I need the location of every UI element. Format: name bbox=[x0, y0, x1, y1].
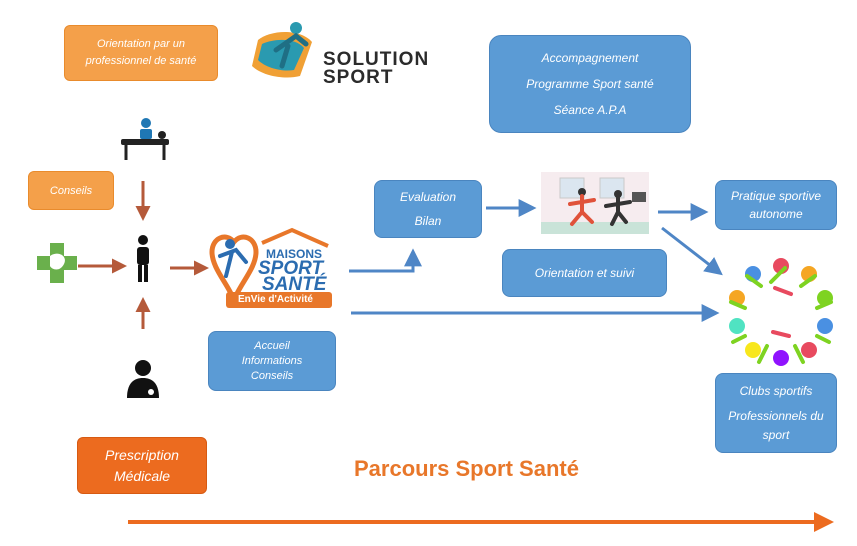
orientation-suivi-box: Orientation et suivi bbox=[502, 249, 667, 297]
solution-sport-logo-text: SOLUTION SPORT bbox=[323, 49, 463, 88]
accueil-box: Accueil Informations Conseils bbox=[208, 331, 336, 391]
orientation-pro-line-1: Orientation par un bbox=[96, 38, 186, 50]
solution-logo-line-1: SOLUTION bbox=[323, 49, 430, 70]
prescription-line-2: Médicale bbox=[113, 467, 171, 484]
accueil-line-3: Conseils bbox=[250, 369, 294, 382]
orientation-pro-box: Orientation par un professionnel de sant… bbox=[64, 25, 218, 81]
conseils-label: Conseils bbox=[49, 184, 93, 197]
maisons-logo-line-3: SANTÉ bbox=[262, 274, 327, 295]
page-title: Parcours Sport Santé bbox=[354, 456, 579, 481]
pratique-line-2: autonome bbox=[749, 207, 803, 221]
evaluation-box: Evaluation Bilan bbox=[374, 180, 482, 238]
evaluation-line-2: Bilan bbox=[414, 214, 442, 228]
maisons-logo-line-1: MAISONS bbox=[266, 247, 323, 261]
arrow-yoga-to-clubs bbox=[661, 226, 723, 276]
pratique-autonome-box: Pratique sportive autonome bbox=[715, 180, 837, 230]
prescription-line-1: Prescription bbox=[105, 446, 179, 463]
clubs-box: Clubs sportifs Professionnels du sport bbox=[715, 373, 837, 453]
accompagnement-line-1: Accompagnement bbox=[541, 51, 639, 65]
clubs-line-1: Clubs sportifs bbox=[739, 383, 813, 398]
accueil-line-1: Accueil bbox=[254, 339, 290, 352]
clubs-line-2: Professionnels du bbox=[728, 408, 824, 423]
solution-logo-line-2: SPORT bbox=[323, 67, 394, 88]
maisons-logo-tagline: EnVie d'Activité bbox=[238, 294, 313, 305]
accompagnement-line-3: Séance A.P.A bbox=[553, 103, 627, 117]
clubs-line-3: sport bbox=[762, 427, 790, 442]
orientation-suivi-label: Orientation et suivi bbox=[534, 266, 635, 280]
arrow-maison-to-evaluation bbox=[349, 248, 422, 273]
pratique-line-1: Pratique sportive bbox=[730, 189, 822, 203]
accompagnement-box: Accompagnement Programme Sport santé Séa… bbox=[489, 35, 691, 133]
maisons-logo-line-2: SPORT bbox=[258, 258, 324, 279]
prescription-box: Prescription Médicale bbox=[77, 437, 207, 494]
evaluation-line-1: Evaluation bbox=[399, 190, 457, 204]
accompagnement-line-2: Programme Sport santé bbox=[526, 77, 654, 91]
orientation-pro-line-2: professionnel de santé bbox=[85, 55, 197, 67]
conseils-box: Conseils bbox=[28, 171, 114, 210]
accueil-line-2: Informations bbox=[241, 354, 303, 367]
